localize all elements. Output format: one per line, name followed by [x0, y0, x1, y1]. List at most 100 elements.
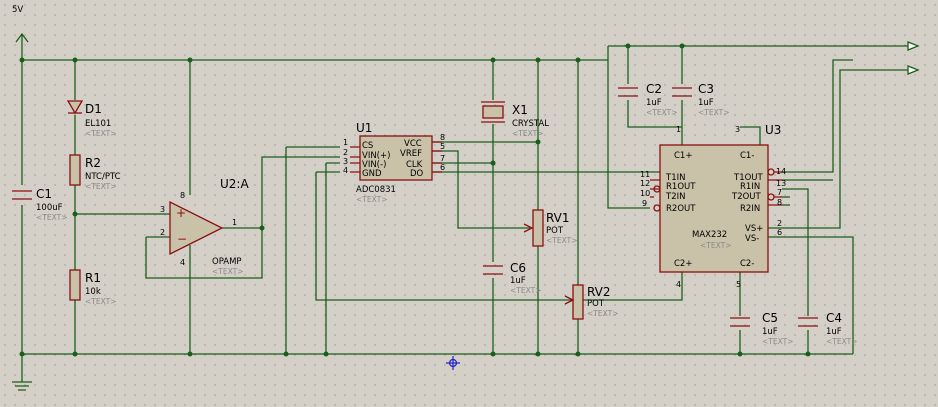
ic-u1[interactable] — [359, 135, 433, 181]
u1-pin-name-vcc: VCC — [404, 139, 422, 149]
u1-pin-name-do: DO — [410, 169, 424, 179]
capacitor-c4[interactable] — [798, 317, 818, 327]
u3-pin-num-14: 14 — [776, 167, 786, 176]
resistor-r2[interactable] — [69, 154, 81, 186]
r1-text: <TEXT> — [85, 297, 116, 306]
u3-pin-num-6: 6 — [777, 228, 782, 237]
u3-pin-num-10: 10 — [640, 189, 650, 198]
c2-ref: C2 — [646, 82, 662, 96]
c4-ref: C4 — [826, 311, 842, 325]
u1-value: ADC0831 — [356, 185, 396, 195]
u3-pin-name-c2plus: C2+ — [674, 259, 692, 269]
u3-pin-num-1: 1 — [676, 125, 681, 134]
u3-pin-name-c2minus: C2- — [740, 259, 754, 269]
r2-text: <TEXT> — [85, 182, 116, 191]
c5-ref: C5 — [762, 311, 778, 325]
u2-pin-in-minus: 2 — [160, 228, 165, 237]
c3-ref: C3 — [698, 82, 714, 96]
u1-pin-name-cs: CS — [362, 141, 373, 151]
u1-pin-name-gnd: GND — [362, 169, 382, 179]
u2-value: OPAMP — [212, 257, 242, 267]
rv2-ref: RV2 — [587, 285, 611, 299]
u3-pin-name-r2in: R2IN — [740, 204, 760, 214]
r1-ref: R1 — [85, 271, 101, 285]
u1-pin-name-clk: CLK — [406, 160, 423, 170]
u3-pin-num-12: 12 — [640, 179, 650, 188]
u1-pin-num-3: 3 — [343, 157, 348, 166]
u3-pin-name-t2out: T2OUT — [731, 192, 762, 202]
u3-pin-name-r1out: R1OUT — [666, 182, 696, 192]
c2-value: 1uF — [646, 98, 662, 108]
r1-value: 10k — [85, 287, 101, 297]
u2-ref: U2:A — [220, 177, 249, 191]
u1-pin-num-5: 5 — [440, 142, 445, 151]
u1-pin-num-6: 6 — [440, 163, 445, 172]
capacitor-c3[interactable] — [672, 87, 692, 97]
u3-ref: U3 — [765, 123, 781, 137]
capacitor-c1[interactable] — [12, 190, 32, 200]
u1-pin-num-8: 8 — [440, 133, 445, 142]
capacitor-c6[interactable] — [483, 265, 503, 275]
u1-pin-num-4: 4 — [343, 166, 348, 175]
c3-value: 1uF — [698, 98, 714, 108]
u3-pin-name-t1out: T1OUT — [733, 173, 764, 183]
c1-ref: C1 — [36, 187, 52, 201]
c4-value: 1uF — [826, 327, 842, 337]
c4-text: <TEXT> — [826, 337, 857, 346]
u1-pin-num-1: 1 — [343, 138, 348, 147]
d1-value: EL101 — [85, 119, 111, 129]
c5-value: 1uF — [762, 327, 778, 337]
u1-pin-name-vin-plus: VIN(+) — [362, 151, 390, 161]
potentiometer-rv1[interactable] — [523, 209, 544, 247]
c1-text: <TEXT> — [36, 213, 67, 222]
d1-ref: D1 — [85, 102, 102, 116]
u2-pin-in-plus: 3 — [160, 205, 165, 214]
u2-pin-out: 1 — [232, 218, 237, 227]
ic-u3[interactable] — [659, 144, 769, 273]
u1-pin-name-vin-minus: VIN(-) — [362, 160, 386, 170]
u3-pin-num-3: 3 — [735, 125, 740, 134]
diode-d1[interactable] — [66, 100, 84, 115]
u3-pin-num-9: 9 — [642, 199, 647, 208]
u3-pin-num-7: 7 — [777, 188, 782, 197]
u2-text: <TEXT> — [212, 267, 243, 276]
u3-pin-name-r2out: R2OUT — [666, 204, 696, 214]
r2-ref: R2 — [85, 156, 101, 170]
u3-pin-num-8: 8 — [777, 198, 782, 207]
c2-text: <TEXT> — [646, 108, 677, 117]
resistor-r1[interactable] — [69, 269, 81, 301]
u3-pin-name-vsplus: VS+ — [745, 224, 763, 234]
u3-pin-num-13: 13 — [776, 179, 786, 188]
crystal-x1[interactable] — [481, 101, 505, 123]
x1-ref: X1 — [512, 103, 528, 117]
c6-text: <TEXT> — [510, 286, 541, 295]
u2-pin-vminus: 4 — [180, 258, 185, 267]
opamp-u2[interactable] — [169, 200, 224, 256]
potentiometer-rv2[interactable] — [564, 284, 584, 320]
c6-ref: C6 — [510, 261, 526, 275]
u3-pin-name-t1in: T1IN — [665, 173, 685, 183]
u3-pin-name-vsminus: VS- — [745, 234, 759, 244]
rv1-value: POT — [546, 226, 564, 236]
u3-pin-num-5: 5 — [736, 280, 741, 289]
c6-value: 1uF — [510, 276, 526, 286]
u3-pin-name-t2in: T2IN — [665, 192, 685, 202]
u3-pin-name-r1in: R1IN — [740, 182, 760, 192]
u3-pin-num-4: 4 — [676, 280, 681, 289]
d1-text: <TEXT> — [85, 129, 116, 138]
u2-pin-vplus: 8 — [180, 191, 185, 200]
u1-text: <TEXT> — [356, 195, 387, 204]
opamp-plus-sign: + — [176, 206, 186, 220]
u1-ref: U1 — [356, 121, 372, 135]
u1-pin-name-vref: VREF — [400, 149, 422, 159]
u3-pin-name-c1plus: C1+ — [674, 151, 692, 161]
capacitor-c2[interactable] — [618, 87, 638, 97]
rv2-value: POT — [587, 299, 605, 309]
u1-pin-num-7: 7 — [440, 154, 445, 163]
rv1-text: <TEXT> — [546, 236, 577, 245]
c1-value: 100uF — [36, 203, 63, 213]
r2-value: NTC/PTC — [85, 172, 121, 182]
capacitor-c5[interactable] — [730, 317, 750, 327]
